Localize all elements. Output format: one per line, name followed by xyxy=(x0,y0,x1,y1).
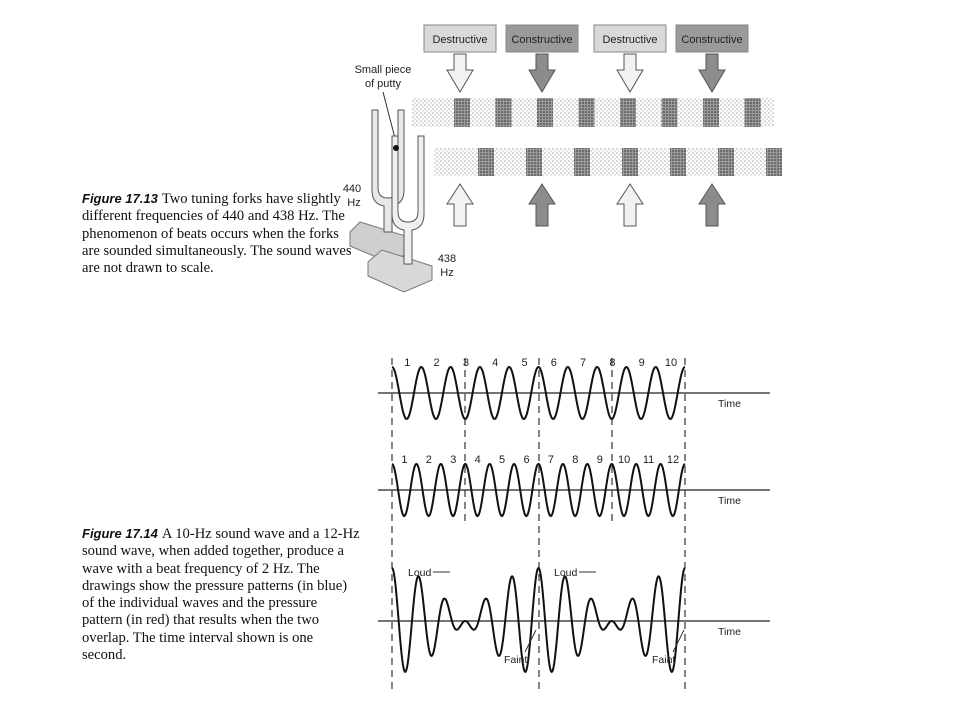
up-arrows xyxy=(446,183,726,227)
wave2-count-9: 9 xyxy=(597,454,603,466)
wave1-count-10: 10 xyxy=(665,357,677,369)
wave1-count-8: 8 xyxy=(609,357,615,369)
wave2-count-5: 5 xyxy=(499,454,505,466)
compression-top-2 xyxy=(495,98,512,127)
up-arrow-2 xyxy=(528,183,556,227)
wave1-count-9: 9 xyxy=(639,357,645,369)
wave1-count-3: 3 xyxy=(463,357,469,369)
interference-label-4: Constructive xyxy=(681,34,742,46)
fork-a-unit: Hz xyxy=(347,197,360,209)
loud-label-1: Loud xyxy=(408,567,432,579)
interference-label-3: Destructive xyxy=(602,34,657,46)
fork-440 xyxy=(371,109,405,233)
wave1-cycle-numbers: 1 2 3 4 5 6 7 8 9 10 xyxy=(404,357,677,369)
wave1-count-2: 2 xyxy=(434,357,440,369)
wave-10hz xyxy=(391,365,686,421)
compression-top-1 xyxy=(454,98,470,127)
wave2-count-2: 2 xyxy=(426,454,432,466)
wave1-count-7: 7 xyxy=(580,357,586,369)
wave2-count-3: 3 xyxy=(450,454,456,466)
faint-label-2: Faint xyxy=(652,654,675,666)
compression-bottom-5 xyxy=(670,148,686,176)
faint-pointer-2 xyxy=(672,629,685,653)
time-label-top: Time xyxy=(718,398,741,410)
putty-label-line1: Small piece xyxy=(355,64,412,76)
wave1-count-5: 5 xyxy=(521,357,527,369)
wave2-count-4: 4 xyxy=(475,454,481,466)
dashed-guides xyxy=(391,358,686,690)
fork-a-frequency: 440 xyxy=(343,183,361,195)
up-arrow-3 xyxy=(616,183,644,227)
compressions-bottom xyxy=(478,148,782,176)
figure-17-13: Destructive Constructive Destructive Constr… xyxy=(343,24,782,293)
fork-b-unit: Hz xyxy=(440,267,453,279)
putty-pointer xyxy=(382,91,397,143)
putty-blob xyxy=(393,145,399,151)
time-label-middle: Time xyxy=(718,495,741,507)
wave2-count-1: 1 xyxy=(401,454,407,466)
fork-base-front xyxy=(367,249,433,293)
wave1-count-6: 6 xyxy=(551,357,557,369)
compression-bottom-3 xyxy=(574,148,590,176)
wave-12hz xyxy=(391,462,686,518)
figure-17-14-label: Figure 17.14 xyxy=(82,526,158,541)
compression-top-4 xyxy=(578,98,595,127)
wave1-count-1: 1 xyxy=(404,357,410,369)
down-arrow-2 xyxy=(528,53,556,93)
compression-top-8 xyxy=(744,98,761,127)
interference-labels: Destructive Constructive Destructive Constr… xyxy=(423,24,749,53)
compression-bottom-4 xyxy=(622,148,638,176)
figure-17-13-label: Figure 17.13 xyxy=(82,191,158,206)
figure-17-14-text: A 10-Hz sound wave and a 12-Hz sound wav… xyxy=(82,526,360,664)
up-arrow-4 xyxy=(698,183,726,227)
tuning-forks xyxy=(349,109,433,293)
up-arrow-1 xyxy=(446,183,474,227)
down-arrow-1 xyxy=(446,53,474,93)
wave2-count-6: 6 xyxy=(523,454,529,466)
compression-top-5 xyxy=(620,98,636,127)
interference-label-1: Destructive xyxy=(432,34,487,46)
compression-bottom-1 xyxy=(478,148,494,176)
faint-label-1: Faint xyxy=(504,654,527,666)
faint-pointer-1 xyxy=(524,629,537,653)
fork-b-frequency: 438 xyxy=(438,253,456,265)
interference-label-box-3 xyxy=(593,24,667,53)
wave2-count-7: 7 xyxy=(548,454,554,466)
wave2-count-12: 12 xyxy=(667,454,679,466)
wave2-count-11: 11 xyxy=(643,454,654,466)
compression-top-6 xyxy=(661,98,678,127)
down-arrows xyxy=(446,53,726,93)
compression-bottom-6 xyxy=(718,148,734,176)
wave2-count-8: 8 xyxy=(572,454,578,466)
compression-top-3 xyxy=(537,98,553,127)
putty-label-line2: of putty xyxy=(365,78,402,90)
down-arrow-4 xyxy=(698,53,726,93)
compressions-top xyxy=(454,98,761,127)
interference-label-box-2 xyxy=(505,24,579,53)
interference-label-box-1 xyxy=(423,24,497,53)
interference-label-2: Constructive xyxy=(511,34,572,46)
loud-label-2: Loud xyxy=(554,567,578,579)
compression-bottom-2 xyxy=(526,148,542,176)
wave2-count-10: 10 xyxy=(618,454,630,466)
compression-bottom-7 xyxy=(766,148,782,176)
figure-17-13-text: Two tuning forks have slightly different… xyxy=(82,191,352,277)
time-label-bottom: Time xyxy=(718,626,741,638)
compression-top-7 xyxy=(703,98,719,127)
down-arrow-3 xyxy=(616,53,644,93)
wave1-count-4: 4 xyxy=(492,357,498,369)
wave-sum xyxy=(391,566,686,674)
interference-label-box-4 xyxy=(675,24,749,53)
